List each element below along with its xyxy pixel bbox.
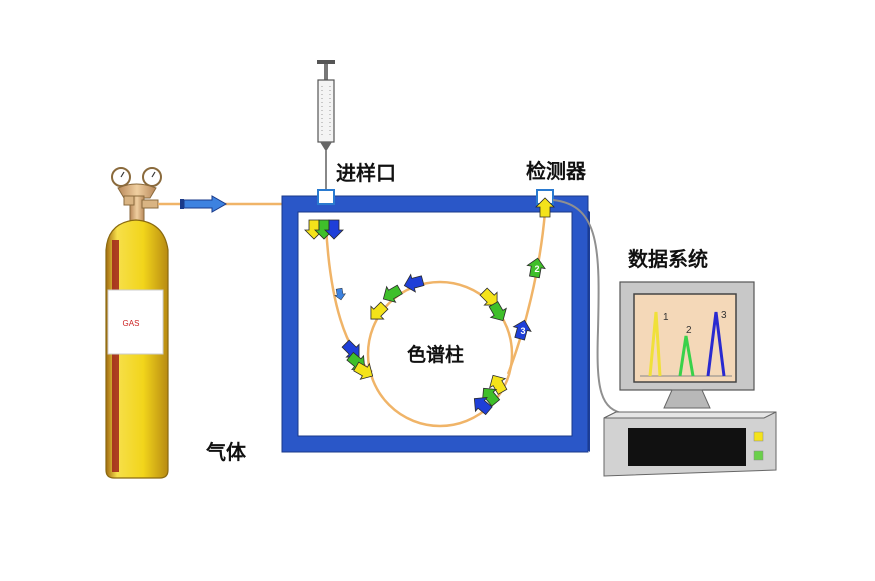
- detector-label: 检测器: [526, 159, 587, 183]
- peak-label-1: 1: [663, 312, 669, 323]
- cylinder-label-text: GAS: [123, 319, 140, 328]
- power-light-icon: [753, 431, 764, 442]
- column-oven: [281, 195, 590, 453]
- gas-label: 气体: [205, 440, 247, 464]
- peak-label-2: 2: [686, 325, 692, 336]
- chromatogram-peak-1: [648, 311, 662, 377]
- activity-light-icon: [753, 450, 764, 461]
- analyte-arrow-icon: [364, 298, 392, 326]
- detector-arrow-number: 2: [534, 264, 539, 274]
- chromatogram-peak-2: [678, 335, 695, 377]
- analyte-arrows: [304, 197, 555, 419]
- column-label: 色谱柱: [407, 343, 464, 366]
- injector-label: 进样口: [336, 161, 396, 185]
- data-system-label: 数据系统: [628, 247, 708, 271]
- disk-drive-slot: [628, 428, 746, 466]
- analyte-arrow-icon: [378, 281, 405, 308]
- data-system-computer: 1 2 3: [603, 281, 777, 477]
- signal-cable: [552, 199, 627, 415]
- injector-port: [317, 189, 335, 205]
- chromatography-column: [324, 211, 547, 428]
- chromatogram-peak-3: [706, 311, 726, 377]
- gas-cylinder: GAS: [105, 167, 169, 479]
- ring-arrow-number: 3: [520, 326, 525, 336]
- cylinder-label: [107, 289, 164, 355]
- injection-syringe: [317, 60, 335, 192]
- peak-label-3: 3: [721, 310, 727, 321]
- carrier-flow-arrow-icon: [180, 195, 228, 213]
